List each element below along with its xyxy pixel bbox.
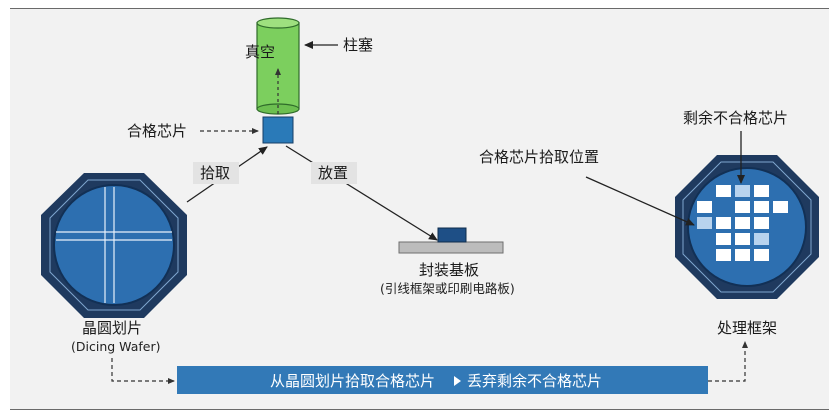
processing-frame bbox=[675, 155, 819, 299]
vacuum-label: 真空 bbox=[245, 43, 275, 61]
banner-text-left: 从晶圆划片拾取合格芯片 bbox=[270, 372, 435, 390]
good-die-label: 合格芯片 bbox=[127, 122, 187, 140]
pick-position-label: 合格芯片拾取位置 bbox=[479, 148, 599, 166]
placed-chip bbox=[437, 227, 467, 243]
die-cell bbox=[773, 217, 788, 229]
die-cell bbox=[735, 233, 750, 245]
wafer-label: 晶圆划片 bbox=[82, 319, 142, 337]
pick-label: 拾取 bbox=[200, 164, 230, 182]
die-cell bbox=[735, 201, 750, 213]
die-cell bbox=[735, 249, 750, 261]
die-cell bbox=[735, 185, 750, 197]
good-die-chip bbox=[262, 116, 294, 144]
frame-label: 处理框架 bbox=[717, 319, 777, 337]
die-cell bbox=[754, 249, 769, 261]
die-cell bbox=[754, 185, 769, 197]
die-cell bbox=[735, 217, 750, 229]
die-cell bbox=[716, 201, 731, 213]
dicing-wafer bbox=[41, 173, 187, 318]
substrate bbox=[398, 241, 504, 254]
die-cell bbox=[754, 217, 769, 229]
substrate-sublabel: (引线框架或印刷电路板) bbox=[380, 281, 515, 296]
die-cell bbox=[697, 201, 712, 213]
process-banner bbox=[177, 366, 708, 394]
banner-text-right: 丢弃剩余不合格芯片 bbox=[467, 372, 602, 390]
die-grid bbox=[697, 185, 788, 261]
place-label-box bbox=[311, 162, 357, 184]
wafer-sublabel: (Dicing Wafer) bbox=[71, 339, 160, 354]
die-cell bbox=[754, 233, 769, 245]
remaining-bad-die-label: 剩余不合格芯片 bbox=[683, 109, 788, 127]
place-arrow bbox=[285, 145, 438, 241]
banner-separator-icon bbox=[454, 376, 461, 386]
die-cell bbox=[697, 217, 712, 229]
die-cell bbox=[716, 217, 731, 229]
flow-in-arrow bbox=[111, 358, 175, 384]
flow-out-arrow bbox=[708, 341, 748, 382]
pick-label-box bbox=[193, 162, 239, 184]
die-cell bbox=[716, 185, 731, 197]
substrate-label: 封装基板 bbox=[419, 261, 479, 279]
die-cell bbox=[716, 249, 731, 261]
die-cell bbox=[754, 201, 769, 213]
die-cell bbox=[716, 233, 731, 245]
die-cell bbox=[773, 201, 788, 213]
plunger-label: 柱塞 bbox=[343, 36, 373, 54]
pick-position-pointer bbox=[585, 176, 695, 226]
place-label: 放置 bbox=[318, 164, 348, 182]
